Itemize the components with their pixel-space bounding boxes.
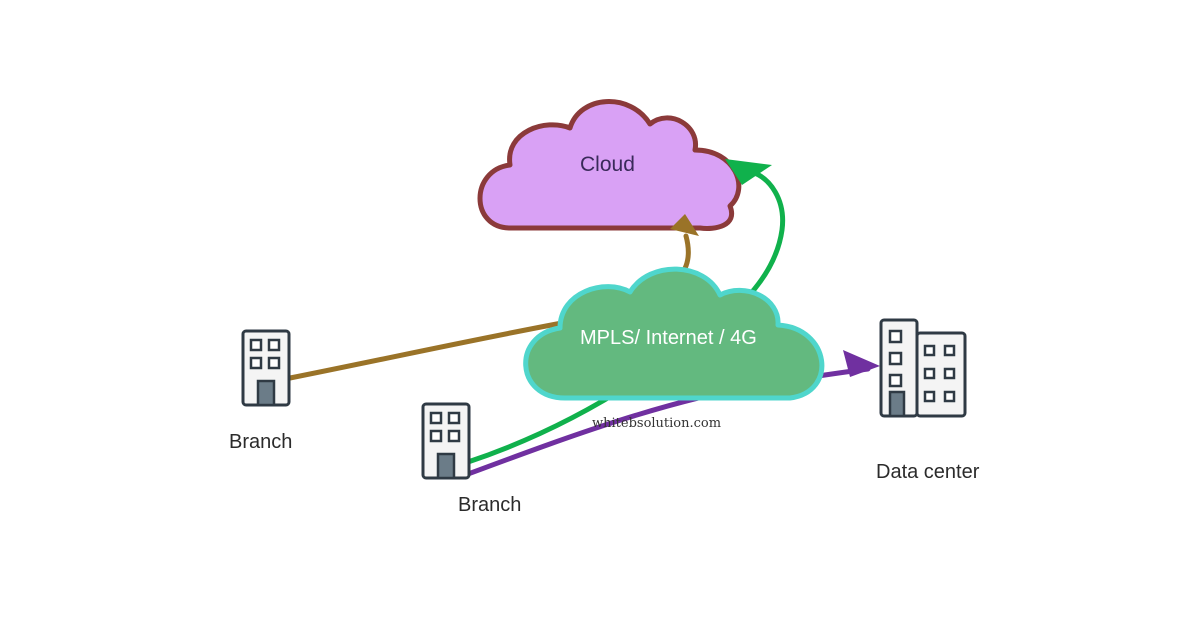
data-center-building-icon [879,318,967,418]
watermark-text: whitebsolution.com [592,416,722,431]
cloud-label: Cloud [580,153,635,176]
network-cloud-label: MPLS/ Internet / 4G [580,327,757,349]
link-branch-bottom-arrowhead [725,159,772,185]
branch-bottom-label: Branch [458,494,522,516]
link-branch-left-arrowhead [670,214,699,236]
branch-left-label: Branch [229,431,293,453]
data-center-label: Data center [876,461,980,483]
cloud-shape [477,99,742,231]
link-data-center-arrowhead [843,350,880,377]
branch-bottom-building-icon [421,402,471,480]
branch-left-building-icon [241,329,291,407]
network-cloud-shape [523,266,825,401]
